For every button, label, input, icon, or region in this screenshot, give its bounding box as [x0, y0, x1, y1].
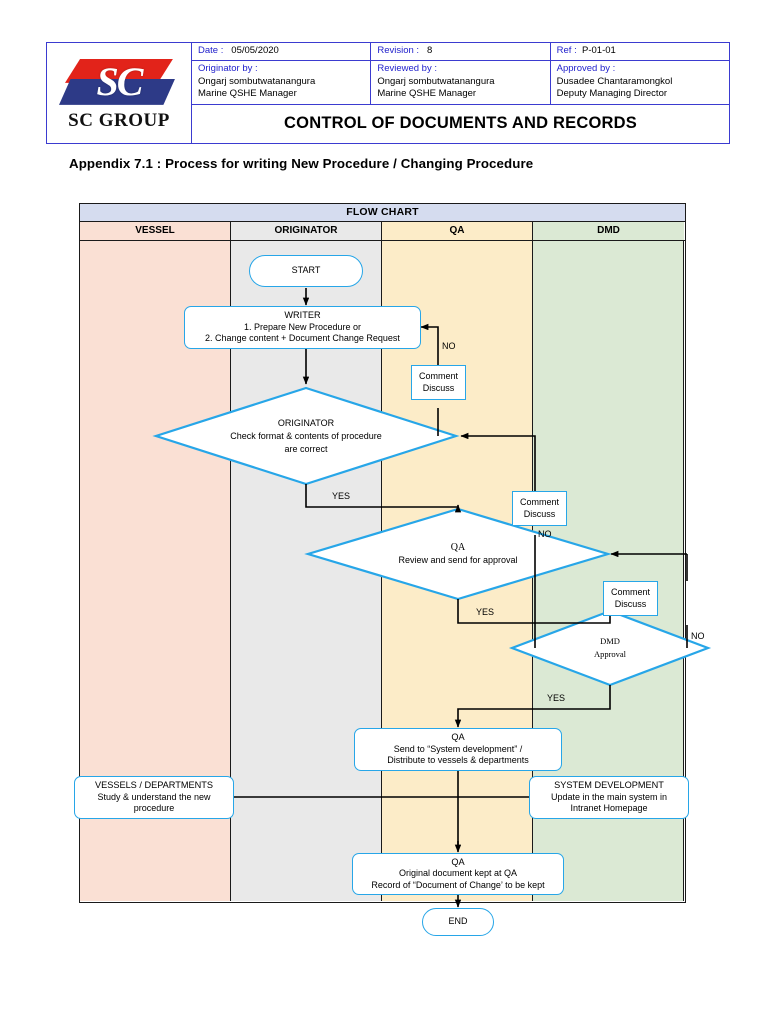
lane-header-vessel: VESSEL	[80, 222, 231, 240]
edge-yes-to-qa	[305, 484, 462, 513]
revision-label: Revision :	[377, 45, 420, 56]
node-sysdev-title: SYSTEM DEVELOPMENT	[554, 780, 664, 791]
flow-chart-title: FLOW CHART	[80, 204, 685, 222]
originator-label: Originator by :	[198, 63, 258, 75]
originator-cell: Originator by : Ongarj sombutwatanangura…	[192, 61, 372, 104]
header-row-signatories: Originator by : Ongarj sombutwatanangura…	[192, 61, 729, 104]
ref-label: Ref :	[556, 45, 577, 56]
node-vessels-title: VESSELS / DEPARTMENTS	[94, 780, 214, 791]
node-qa-keep-line1: Original document kept at QA	[398, 868, 518, 879]
node-sysdev-line2: Intranet Homepage	[570, 803, 648, 814]
decision-originator-shape	[152, 386, 460, 486]
document-header-table: SC SC GROUP Date : 05/05/2020 Revision :…	[46, 42, 730, 144]
node-vessels-line1: Study & understand the new	[97, 791, 211, 802]
date-cell: Date : 05/05/2020	[192, 43, 372, 62]
flow-connectors	[152, 288, 712, 908]
reviewed-label: Reviewed by :	[377, 63, 437, 75]
reviewed-cell: Reviewed by : Ongarj sombutwatanangura M…	[371, 61, 551, 104]
node-vessels-line2: procedure	[133, 803, 175, 814]
node-writer-line2: 2. Change content + Document Change Requ…	[205, 333, 400, 344]
comment3-line1: Comment	[610, 587, 650, 597]
flow-chart: FLOW CHART VESSEL ORIGINATOR QA DMD	[74, 203, 712, 936]
originator-role: Marine QSHE Manager	[198, 88, 297, 100]
node-qa-keep-title: QA	[451, 856, 465, 867]
node-end[interactable]: END	[422, 908, 494, 936]
revision-value: 8	[426, 45, 433, 56]
document-title: CONTROL OF DOCUMENTS AND RECORDS	[192, 103, 729, 143]
node-qa-keep-line2: Record of “Document of Change’ to be kep…	[371, 879, 545, 890]
logo-blue-band-icon	[59, 78, 175, 105]
edge-label-no-3: NO	[691, 631, 705, 641]
edge-comment2-to-originator	[460, 432, 536, 491]
comment3-line2: Discuss	[614, 598, 647, 609]
node-comment-discuss-1[interactable]: Comment Discuss	[411, 365, 466, 400]
approved-cell: Approved by : Dusadee Chantaramongkol De…	[551, 61, 729, 103]
node-writer-title: WRITER	[284, 310, 321, 321]
approved-name: Dusadee Chantaramongkol	[556, 75, 673, 87]
node-system-development[interactable]: SYSTEM DEVELOPMENT Update in the main sy…	[529, 776, 689, 819]
node-comment-discuss-3[interactable]: Comment Discuss	[603, 581, 658, 616]
node-qa-send[interactable]: QA Send to “System development” / Distri…	[354, 728, 562, 771]
logo-wordmark: SC GROUP	[68, 109, 170, 131]
node-qa-send-title: QA	[451, 732, 465, 743]
swimlane-headers: VESSEL ORIGINATOR QA DMD	[80, 222, 685, 241]
node-start[interactable]: START	[249, 255, 363, 287]
approved-role: Deputy Managing Director	[556, 88, 668, 100]
edge-no-to-writer	[420, 323, 439, 365]
logo-sc-letters: SC	[96, 59, 144, 105]
ref-value: P-01-01	[582, 45, 616, 56]
node-sysdev-line1: Update in the main system in	[550, 791, 668, 802]
originator-name: Ongarj sombutwatanangura	[198, 75, 316, 87]
date-label: Date :	[198, 45, 224, 56]
date-value: 05/05/2020	[231, 45, 279, 56]
lane-header-dmd: DMD	[533, 222, 684, 240]
node-writer[interactable]: WRITER 1. Prepare New Procedure or 2. Ch…	[184, 306, 421, 349]
header-fields: Date : 05/05/2020 Revision : 8 Ref : P-0…	[192, 43, 729, 143]
edge-label-yes-2: YES	[476, 607, 495, 617]
comment1-line2: Discuss	[422, 382, 455, 393]
swimlane-body: ORIGINATOR Check format & contents of pr…	[74, 241, 712, 936]
ref-cell: Ref : P-01-01	[550, 43, 729, 62]
edge-label-no-2: NO	[538, 529, 552, 539]
appendix-caption: Appendix 7.1 : Process for writing New P…	[69, 156, 534, 171]
lane-header-qa: QA	[382, 222, 533, 240]
header-row-meta: Date : 05/05/2020 Revision : 8 Ref : P-0…	[192, 43, 729, 62]
reviewed-name: Ongarj sombutwatanangura	[377, 75, 495, 87]
node-qa-keep[interactable]: QA Original document kept at QA Record o…	[352, 853, 564, 895]
node-qa-send-line1: Send to “System development” /	[393, 743, 523, 754]
node-start-label: START	[291, 265, 321, 276]
edge-label-yes-1: YES	[332, 491, 351, 501]
reviewed-role: Marine QSHE Manager	[377, 88, 477, 100]
node-writer-line1: 1. Prepare New Procedure or	[243, 321, 362, 332]
comment2-line2: Discuss	[523, 508, 556, 519]
edge-label-yes-3: YES	[547, 693, 566, 703]
flow-overlay: ORIGINATOR Check format & contents of pr…	[74, 241, 712, 936]
revision-cell: Revision : 8	[371, 43, 551, 62]
node-end-label: END	[448, 916, 468, 927]
comment2-line1: Comment	[519, 497, 559, 507]
node-qa-send-line2: Distribute to vessels & departments	[387, 755, 529, 766]
lane-header-originator: ORIGINATOR	[231, 222, 382, 240]
edge-yes-to-qasend	[454, 685, 611, 728]
company-logo: SC SC GROUP	[47, 43, 192, 143]
node-vessels-departments[interactable]: VESSELS / DEPARTMENTS Study & understand…	[74, 776, 234, 819]
node-comment-discuss-2[interactable]: Comment Discuss	[512, 491, 567, 526]
edge-label-no-1: NO	[442, 341, 456, 351]
sc-logo-mark: SC	[59, 55, 179, 109]
comment1-line1: Comment	[418, 371, 458, 381]
approved-label: Approved by :	[556, 63, 616, 75]
